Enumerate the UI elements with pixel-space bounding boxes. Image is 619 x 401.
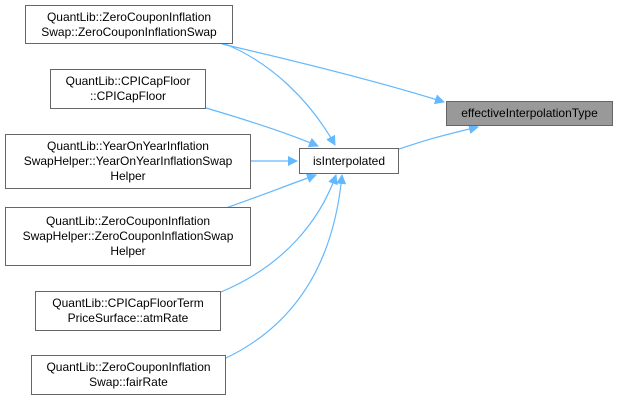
edge-isInterpolated-to-effectiveInterpolationType <box>398 124 479 150</box>
node-label: QuantLib::CPICapFloorTerm PriceSurface::… <box>52 296 204 325</box>
node-cpicapfloor-constructor[interactable]: QuantLib::CPICapFloor ::CPICapFloor <box>50 69 206 109</box>
node-zerocouponinflationswap-fairrate[interactable]: QuantLib::ZeroCouponInflation Swap::fair… <box>31 355 226 395</box>
node-effectiveinterpolationtype[interactable]: effectiveInterpolationType <box>446 101 613 126</box>
node-isinterpolated[interactable]: isInterpolated <box>299 148 399 174</box>
node-zerocouponinflationswaphelper-constructor[interactable]: QuantLib::ZeroCouponInflation SwapHelper… <box>5 207 251 266</box>
edge-n2-to-isInterpolated <box>205 107 319 148</box>
edge-n5-to-isInterpolated <box>220 174 338 293</box>
edge-n1-to-isInterpolated <box>224 43 336 146</box>
node-label: QuantLib::ZeroCouponInflation Swap::Zero… <box>41 9 217 39</box>
node-label: QuantLib::YearOnYearInflation SwapHelper… <box>23 139 233 183</box>
node-label: QuantLib::CPICapFloor ::CPICapFloor <box>65 74 191 103</box>
edge-n1-to-effectiveInterpolationType <box>221 43 445 105</box>
edge-n6-to-isInterpolated <box>225 174 347 359</box>
node-label: isInterpolated <box>312 153 386 168</box>
node-label: effectiveInterpolationType <box>461 106 598 120</box>
node-label: QuantLib::ZeroCouponInflation SwapHelper… <box>22 214 234 258</box>
node-zerocouponinflationswap-constructor[interactable]: QuantLib::ZeroCouponInflation Swap::Zero… <box>25 5 233 44</box>
node-cpicapfloortermpricesurface-atmrate[interactable]: QuantLib::CPICapFloorTerm PriceSurface::… <box>35 291 221 331</box>
node-yearonyearinflationswaphelper-constructor[interactable]: QuantLib::YearOnYearInflation SwapHelper… <box>5 134 251 189</box>
node-label: QuantLib::ZeroCouponInflation Swap::fair… <box>46 360 211 389</box>
